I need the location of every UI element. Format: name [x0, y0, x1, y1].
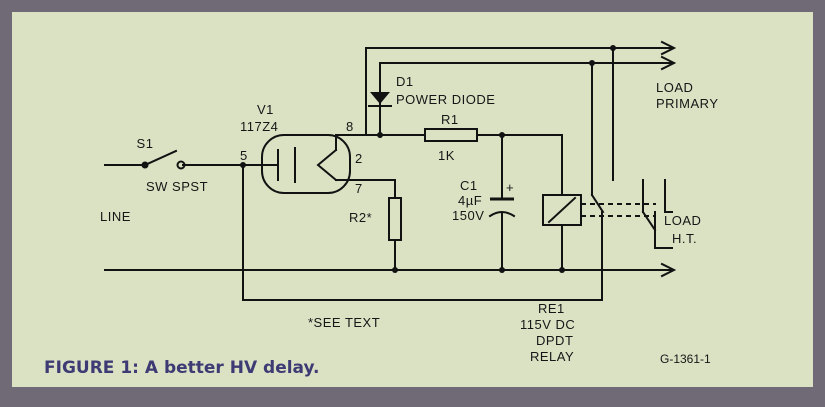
load-primary-arrow-2 [660, 55, 677, 71]
label-r2: R2* [349, 210, 372, 225]
relay-blade-b [641, 210, 657, 232]
junction-dot [559, 267, 565, 273]
tube-filament [316, 148, 338, 182]
circuit-schematic: S1 SW SPST LINE V1 117Z4 5 8 2 7 D1 POWE… [44, 40, 719, 378]
label-pin2: 2 [355, 151, 363, 166]
label-c1-voltage: 150V [452, 208, 484, 223]
label-pin8: 8 [346, 119, 354, 134]
label-load-primary-line2: PRIMARY [656, 96, 719, 111]
junction-dot [240, 162, 246, 168]
junction-dots [240, 45, 616, 273]
relay-coil [542, 194, 582, 226]
junction-dot [377, 132, 383, 138]
figure-panel: S1 SW SPST LINE V1 117Z4 5 8 2 7 D1 POWE… [12, 12, 813, 387]
relay-linkage [581, 193, 657, 232]
label-c1-capacitance: 4µF [458, 193, 482, 208]
label-c1: C1 [460, 178, 478, 193]
figure-caption: FIGURE 1: A better HV delay. [44, 358, 319, 378]
diode-triangle [370, 92, 390, 104]
label-load-primary-line1: LOAD [656, 80, 693, 95]
junction-dot [610, 45, 616, 51]
switch-s1 [141, 149, 186, 170]
label-sw-spst: SW SPST [146, 179, 208, 194]
label-re1-spec: 115V DC [520, 317, 575, 332]
resistor-r1 [424, 128, 478, 142]
label-re1-type: DPDT [536, 333, 573, 348]
tube-v1 [261, 134, 351, 194]
label-d1: D1 [396, 74, 414, 89]
label-pin7: 7 [355, 181, 363, 196]
component-labels: S1 SW SPST LINE V1 117Z4 5 8 2 7 D1 POWE… [44, 74, 719, 378]
junction-dot [392, 267, 398, 273]
label-power-diode: POWER DIODE [396, 92, 495, 107]
capacitor-plate-bottom [488, 211, 516, 218]
junction-dot [499, 132, 505, 138]
label-c1-polarity: + [506, 180, 514, 195]
output-arrows [660, 40, 677, 278]
label-see-text: *SEE TEXT [308, 315, 380, 330]
label-v1-type: 117Z4 [240, 119, 278, 134]
label-load-ht-line1: LOAD [664, 213, 701, 228]
diode-d1 [368, 92, 392, 107]
relay-coil-diagonal [547, 196, 577, 224]
relay-blade-a [590, 193, 605, 214]
capacitor-c1 [488, 197, 516, 218]
label-load-ht-line2: H.T. [672, 231, 697, 246]
label-re1-relay: RELAY [530, 349, 574, 364]
label-line: LINE [100, 209, 131, 224]
relay-coil-box [542, 194, 582, 226]
label-r1: R1 [441, 112, 459, 127]
neutral-arrow [660, 262, 677, 278]
junction-dot [499, 267, 505, 273]
switch-contact [176, 160, 186, 170]
resistor-r2 [388, 197, 402, 241]
figure-code: G-1361-1 [660, 352, 711, 366]
label-re1: RE1 [538, 301, 565, 316]
load-primary-arrow-1 [660, 40, 677, 56]
junction-dot [589, 60, 595, 66]
label-v1: V1 [257, 102, 274, 117]
label-r1-value: 1K [438, 148, 455, 163]
label-s1: S1 [137, 136, 154, 151]
switch-blade [143, 149, 178, 167]
label-pin5: 5 [240, 148, 248, 163]
circuit-wires [104, 47, 673, 301]
